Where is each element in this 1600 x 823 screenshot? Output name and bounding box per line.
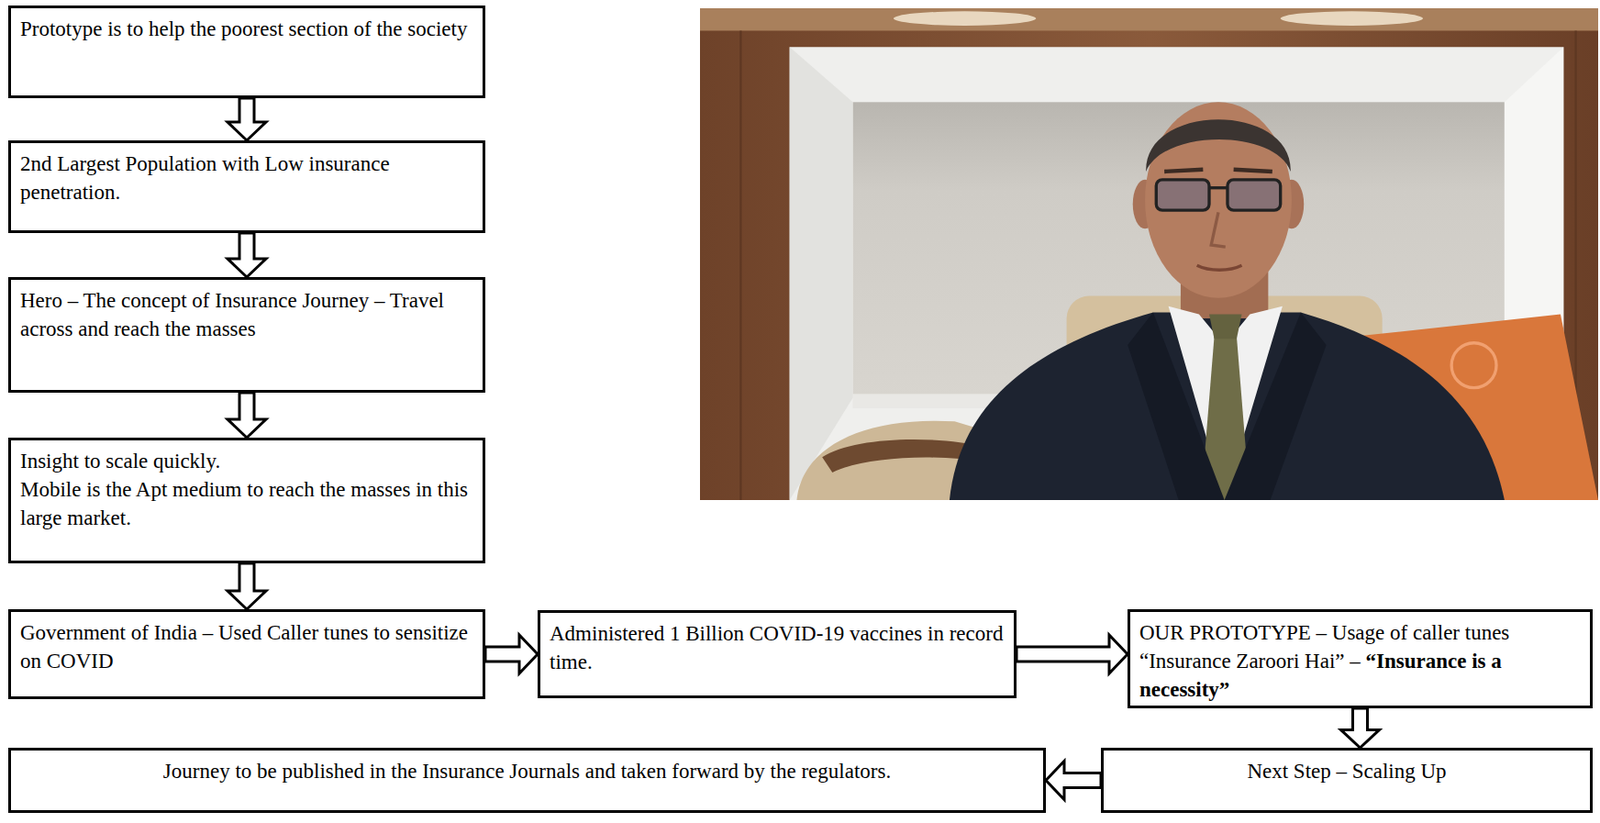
block-arrow bbox=[485, 634, 538, 674]
photo-detail bbox=[1209, 186, 1228, 189]
box-text: Prototype is to help the poorest section… bbox=[20, 14, 474, 44]
box-text: Mobile is the Apt medium to reach the ma… bbox=[20, 475, 474, 533]
block-arrow bbox=[1016, 634, 1128, 674]
block-arrow bbox=[227, 98, 267, 141]
photo-detail bbox=[1224, 311, 1327, 500]
box-text: Hero – The concept of Insurance Journey … bbox=[20, 286, 474, 344]
box-text: Insight to scale quickly. bbox=[20, 446, 474, 476]
box-text: Government of India – Used Caller tunes … bbox=[20, 618, 474, 676]
box-text: Next Step – Scaling Up bbox=[1112, 756, 1581, 786]
photo-detail bbox=[1451, 343, 1497, 389]
block-arrow bbox=[227, 392, 267, 438]
photo-detail bbox=[1233, 169, 1273, 172]
photo-detail bbox=[739, 30, 742, 500]
process-box: Journey to be published in the Insurance… bbox=[8, 747, 1046, 813]
process-box: Administered 1 Billion COVID-19 vaccines… bbox=[537, 610, 1017, 699]
photo-detail bbox=[1280, 11, 1423, 26]
photo-detail bbox=[700, 8, 1599, 500]
box-text: Administered 1 Billion COVID-19 vaccines… bbox=[549, 619, 1005, 677]
process-box: Insight to scale quickly.Mobile is the A… bbox=[8, 437, 486, 564]
box-text: Journey to be published in the Insurance… bbox=[20, 756, 1034, 786]
photo-detail bbox=[700, 8, 1599, 31]
speaker-photo bbox=[700, 8, 1599, 500]
photo-detail bbox=[1164, 169, 1203, 172]
box-text: 2nd Largest Population with Low insuranc… bbox=[20, 149, 474, 207]
photo-detail bbox=[1211, 211, 1226, 247]
photo-detail bbox=[1227, 179, 1281, 211]
process-box: Prototype is to help the poorest section… bbox=[8, 5, 486, 99]
photo-detail bbox=[1155, 179, 1210, 211]
photo-detail bbox=[789, 46, 854, 500]
block-arrow bbox=[227, 563, 267, 610]
photo-detail bbox=[949, 311, 1505, 500]
photo-detail bbox=[1197, 265, 1243, 270]
process-box: OUR PROTOTYPE – Usage of caller tunes “I… bbox=[1127, 609, 1593, 709]
process-box: Next Step – Scaling Up bbox=[1100, 747, 1593, 813]
process-box: Government of India – Used Caller tunes … bbox=[8, 609, 486, 700]
process-box: 2nd Largest Population with Low insuranc… bbox=[8, 140, 486, 234]
photo-detail bbox=[1145, 119, 1291, 172]
photo-detail bbox=[1144, 101, 1292, 299]
process-box: Hero – The concept of Insurance Journey … bbox=[8, 277, 486, 393]
block-arrow bbox=[1341, 708, 1380, 748]
photo-detail bbox=[1209, 314, 1243, 340]
photo-detail bbox=[893, 11, 1036, 26]
block-arrow bbox=[227, 233, 267, 278]
photo-detail bbox=[1127, 311, 1224, 500]
block-arrow bbox=[1045, 761, 1101, 800]
photo-detail bbox=[789, 46, 1565, 500]
